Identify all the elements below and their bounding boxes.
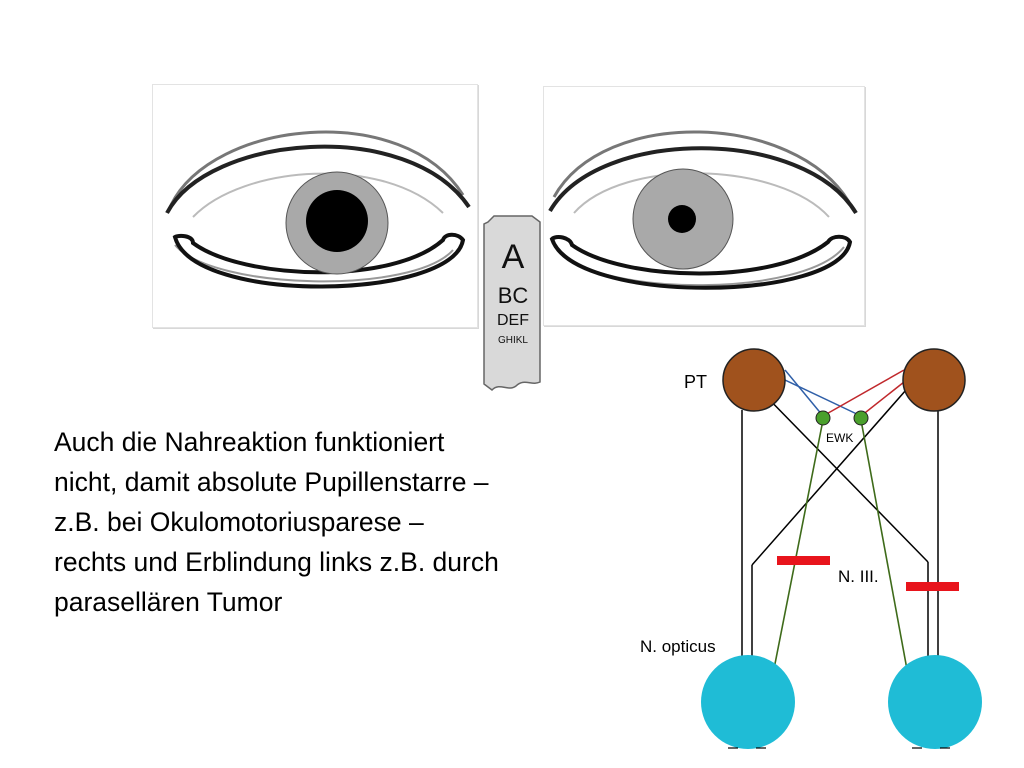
label-n-opticus: N. opticus	[640, 637, 716, 656]
lesion-marker-left	[777, 556, 830, 565]
left-pupil-dilated	[306, 190, 368, 252]
caption-text: Auch die Nahreaktion funktioniert nicht,…	[54, 422, 644, 622]
pupil-reflex-diagram	[620, 340, 1024, 768]
ewk-nucleus-left	[815, 410, 831, 426]
left-eye-drawing	[165, 130, 471, 289]
caption-line-2: nicht, damit absolute Pupillenstarre –	[54, 467, 489, 497]
pretectal-nucleus-right	[902, 348, 966, 412]
reading-card-line-3: DEF	[497, 312, 529, 329]
reading-card-line-4: GHIKL	[497, 335, 528, 346]
caption-line-4: rechts und Erblindung links z.B. durch	[54, 547, 499, 577]
eyeball-left	[701, 655, 795, 749]
reading-card-line-1: A	[501, 238, 525, 276]
right-eye-image	[543, 86, 865, 326]
eyeball-right	[888, 655, 982, 749]
label-ewk: EWK	[826, 431, 854, 445]
label-pt: PT	[684, 372, 708, 392]
right-eye-drawing	[548, 130, 858, 290]
pretectal-nucleus-left	[722, 348, 786, 412]
right-pupil-constricted	[668, 205, 696, 233]
caption-line-3: z.B. bei Okulomotoriusparese –	[54, 507, 424, 537]
caption-line-1: Auch die Nahreaktion funktioniert	[54, 427, 445, 457]
pathway-svg	[701, 348, 982, 749]
reading-card	[480, 214, 546, 394]
reading-card-line-2: BC	[497, 283, 529, 308]
label-n-iii: N. III.	[838, 567, 879, 586]
left-eye-image	[152, 84, 478, 328]
caption-line-5: parasellären Tumor	[54, 587, 283, 617]
lesion-marker-right	[906, 582, 959, 591]
ewk-nucleus-right	[853, 410, 869, 426]
